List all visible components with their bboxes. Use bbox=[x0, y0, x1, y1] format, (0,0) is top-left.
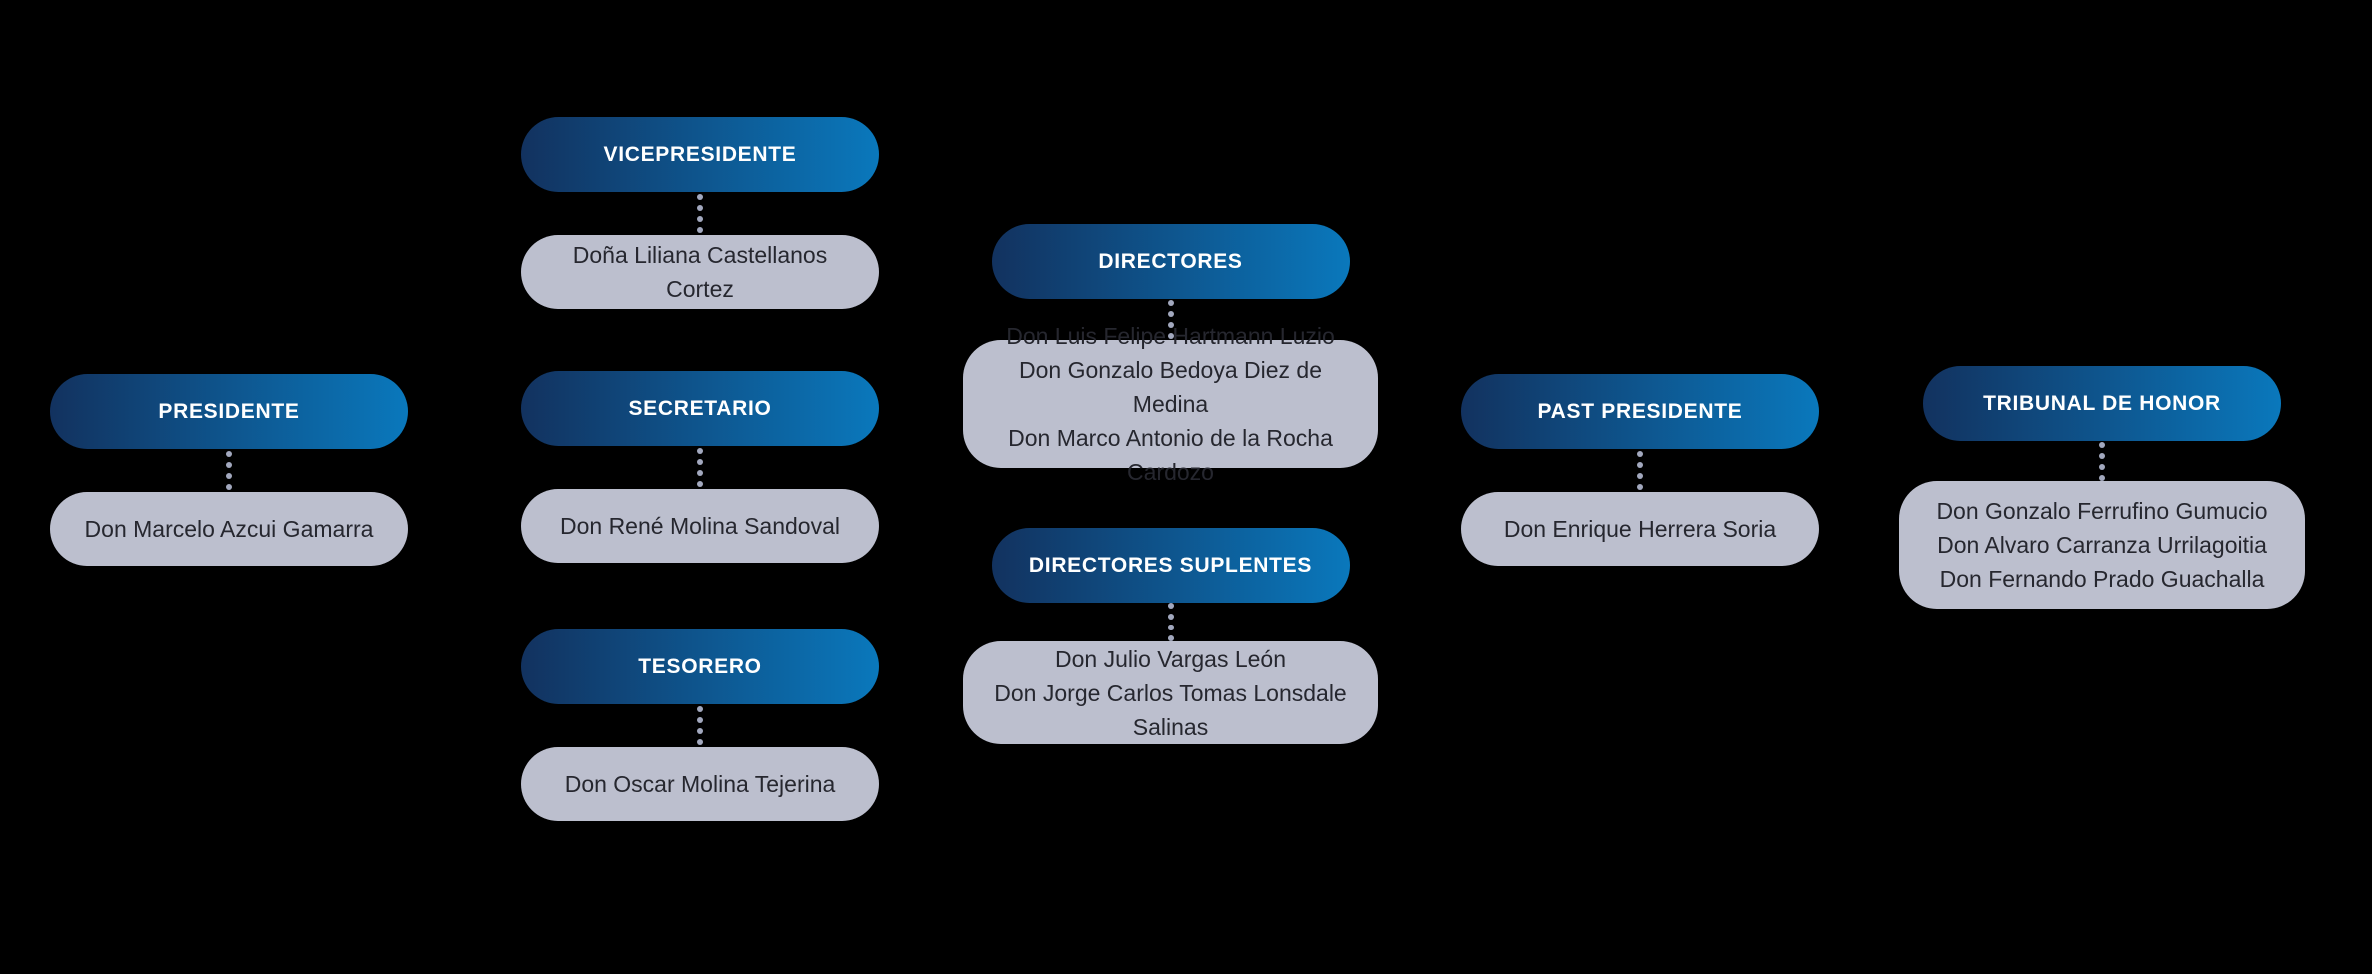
title-pill-tribunal-de-honor: TRIBUNAL DE HONOR bbox=[1923, 366, 2281, 441]
org-node-secretario: SECRETARIO Don René Molina Sandoval bbox=[521, 371, 879, 563]
connector-dot bbox=[697, 481, 703, 487]
connector-dots bbox=[2099, 441, 2105, 481]
connector-dot bbox=[1167, 603, 1174, 609]
connector-dot bbox=[1167, 635, 1174, 641]
member-name: Don Julio Vargas León bbox=[1055, 645, 1286, 672]
title-pill-tesorero: TESORERO bbox=[521, 629, 879, 704]
connector-dot bbox=[226, 473, 232, 479]
member-name: Don Fernando Prado Guachalla bbox=[1939, 566, 2265, 592]
connector-dot bbox=[2099, 452, 2105, 459]
connector-dot bbox=[226, 451, 232, 457]
connector-dot bbox=[697, 194, 703, 200]
connector-dot bbox=[1167, 322, 1174, 328]
connector-dot bbox=[1167, 333, 1174, 339]
position-title: TESORERO bbox=[638, 654, 762, 678]
title-pill-directores-suplentes: DIRECTORES SUPLENTES bbox=[991, 528, 1350, 603]
connector-dot bbox=[697, 459, 703, 465]
position-title: DIRECTORES SUPLENTES bbox=[1028, 553, 1313, 577]
connector-dot bbox=[697, 448, 703, 454]
connector-dots bbox=[1637, 449, 1643, 492]
connector-dot bbox=[1167, 311, 1174, 317]
members-pill-past-presidente: Don Enrique Herrera Soria bbox=[1461, 492, 1819, 566]
org-node-tesorero: TESORERO Don Oscar Molina Tejerina bbox=[521, 629, 879, 821]
member-name: Don Luis Felipe Hartmann Luzio bbox=[1006, 323, 1335, 349]
connector-dot bbox=[2099, 474, 2105, 481]
position-title: DIRECTORES bbox=[1098, 249, 1243, 273]
title-pill-past-presidente: PAST PRESIDENTE bbox=[1461, 374, 1819, 449]
connector-dot bbox=[1167, 624, 1174, 631]
member-name: Don Gonzalo Bedoya Diez de Medina bbox=[1018, 357, 1323, 417]
position-title: SECRETARIO bbox=[628, 396, 772, 420]
connector-dots bbox=[1167, 603, 1174, 641]
member-name: Don Marcelo Azcui Gamarra bbox=[84, 516, 374, 542]
org-node-tribunal-de-honor: TRIBUNAL DE HONOR Don Gonzalo Ferrufino … bbox=[1899, 366, 2305, 609]
connector-dot bbox=[226, 484, 232, 490]
org-node-vicepresidente: VICEPRESIDENTE Doña Liliana Castellanos … bbox=[521, 117, 879, 309]
connector-dots bbox=[1167, 299, 1174, 340]
position-title: TRIBUNAL DE HONOR bbox=[1983, 391, 2221, 415]
member-name: Don Oscar Molina Tejerina bbox=[564, 771, 836, 797]
member-name: Don Jorge Carlos Tomas Lonsdale Salinas bbox=[994, 679, 1347, 740]
members-pill-directores: Don Luis Felipe Hartmann Luzio Don Gonza… bbox=[963, 323, 1378, 485]
connector-dot bbox=[697, 470, 703, 476]
position-title: PRESIDENTE bbox=[158, 399, 300, 423]
connector-dot bbox=[697, 706, 703, 712]
member-name: Don Gonzalo Ferrufino Gumucio bbox=[1936, 498, 2268, 524]
org-node-directores: DIRECTORES Don Luis Felipe Hartmann Luzi… bbox=[963, 224, 1378, 485]
members-pill-secretario: Don René Molina Sandoval bbox=[521, 489, 879, 563]
connector-dot bbox=[697, 728, 703, 734]
members-pill-tribunal-de-honor: Don Gonzalo Ferrufino Gumucio Don Alvaro… bbox=[1899, 481, 2305, 609]
connector-dot bbox=[2099, 441, 2105, 448]
title-pill-secretario: SECRETARIO bbox=[521, 371, 879, 446]
connector-dot bbox=[1637, 462, 1643, 468]
connector-dots bbox=[697, 446, 703, 489]
member-name: Doña Liliana Castellanos Cortez bbox=[572, 242, 828, 302]
member-name: Don Alvaro Carranza Urrilagoitia bbox=[1937, 532, 2267, 558]
connector-dot bbox=[1637, 451, 1643, 457]
member-name: Don René Molina Sandoval bbox=[559, 513, 840, 539]
title-pill-directores: DIRECTORES bbox=[991, 224, 1350, 299]
connector-dot bbox=[697, 227, 703, 233]
position-title: VICEPRESIDENTE bbox=[603, 142, 797, 166]
connector-dot bbox=[697, 216, 703, 222]
connector-dot bbox=[1637, 484, 1643, 490]
connector-dot bbox=[697, 205, 703, 211]
members-pill-vicepresidente: Doña Liliana Castellanos Cortez bbox=[521, 235, 879, 309]
connector-dot bbox=[1637, 473, 1643, 479]
org-node-presidente: PRESIDENTE Don Marcelo Azcui Gamarra bbox=[50, 374, 408, 566]
members-pill-presidente: Don Marcelo Azcui Gamarra bbox=[50, 492, 408, 566]
connector-dot bbox=[697, 717, 703, 723]
connector-dot bbox=[1167, 613, 1174, 620]
members-pill-directores-suplentes: Don Julio Vargas León Don Jorge Carlos T… bbox=[963, 641, 1378, 744]
title-pill-vicepresidente: VICEPRESIDENTE bbox=[521, 117, 879, 192]
member-name: Don Marco Antonio de la Rocha Cardozo bbox=[1008, 425, 1333, 485]
title-pill-presidente: PRESIDENTE bbox=[50, 374, 408, 449]
member-name: Don Enrique Herrera Soria bbox=[1503, 516, 1777, 542]
connector-dot bbox=[2099, 463, 2105, 470]
connector-dots bbox=[697, 192, 703, 235]
org-node-directores-suplentes: DIRECTORES SUPLENTES Don Julio Vargas Le… bbox=[963, 528, 1378, 744]
org-node-past-presidente: PAST PRESIDENTE Don Enrique Herrera Sori… bbox=[1461, 374, 1819, 566]
position-title: PAST PRESIDENTE bbox=[1537, 399, 1743, 423]
connector-dot bbox=[697, 739, 703, 745]
members-pill-tesorero: Don Oscar Molina Tejerina bbox=[521, 747, 879, 821]
connector-dots bbox=[226, 449, 232, 492]
connector-dot bbox=[226, 462, 232, 468]
connector-dot bbox=[1167, 300, 1174, 306]
connector-dots bbox=[697, 704, 703, 747]
